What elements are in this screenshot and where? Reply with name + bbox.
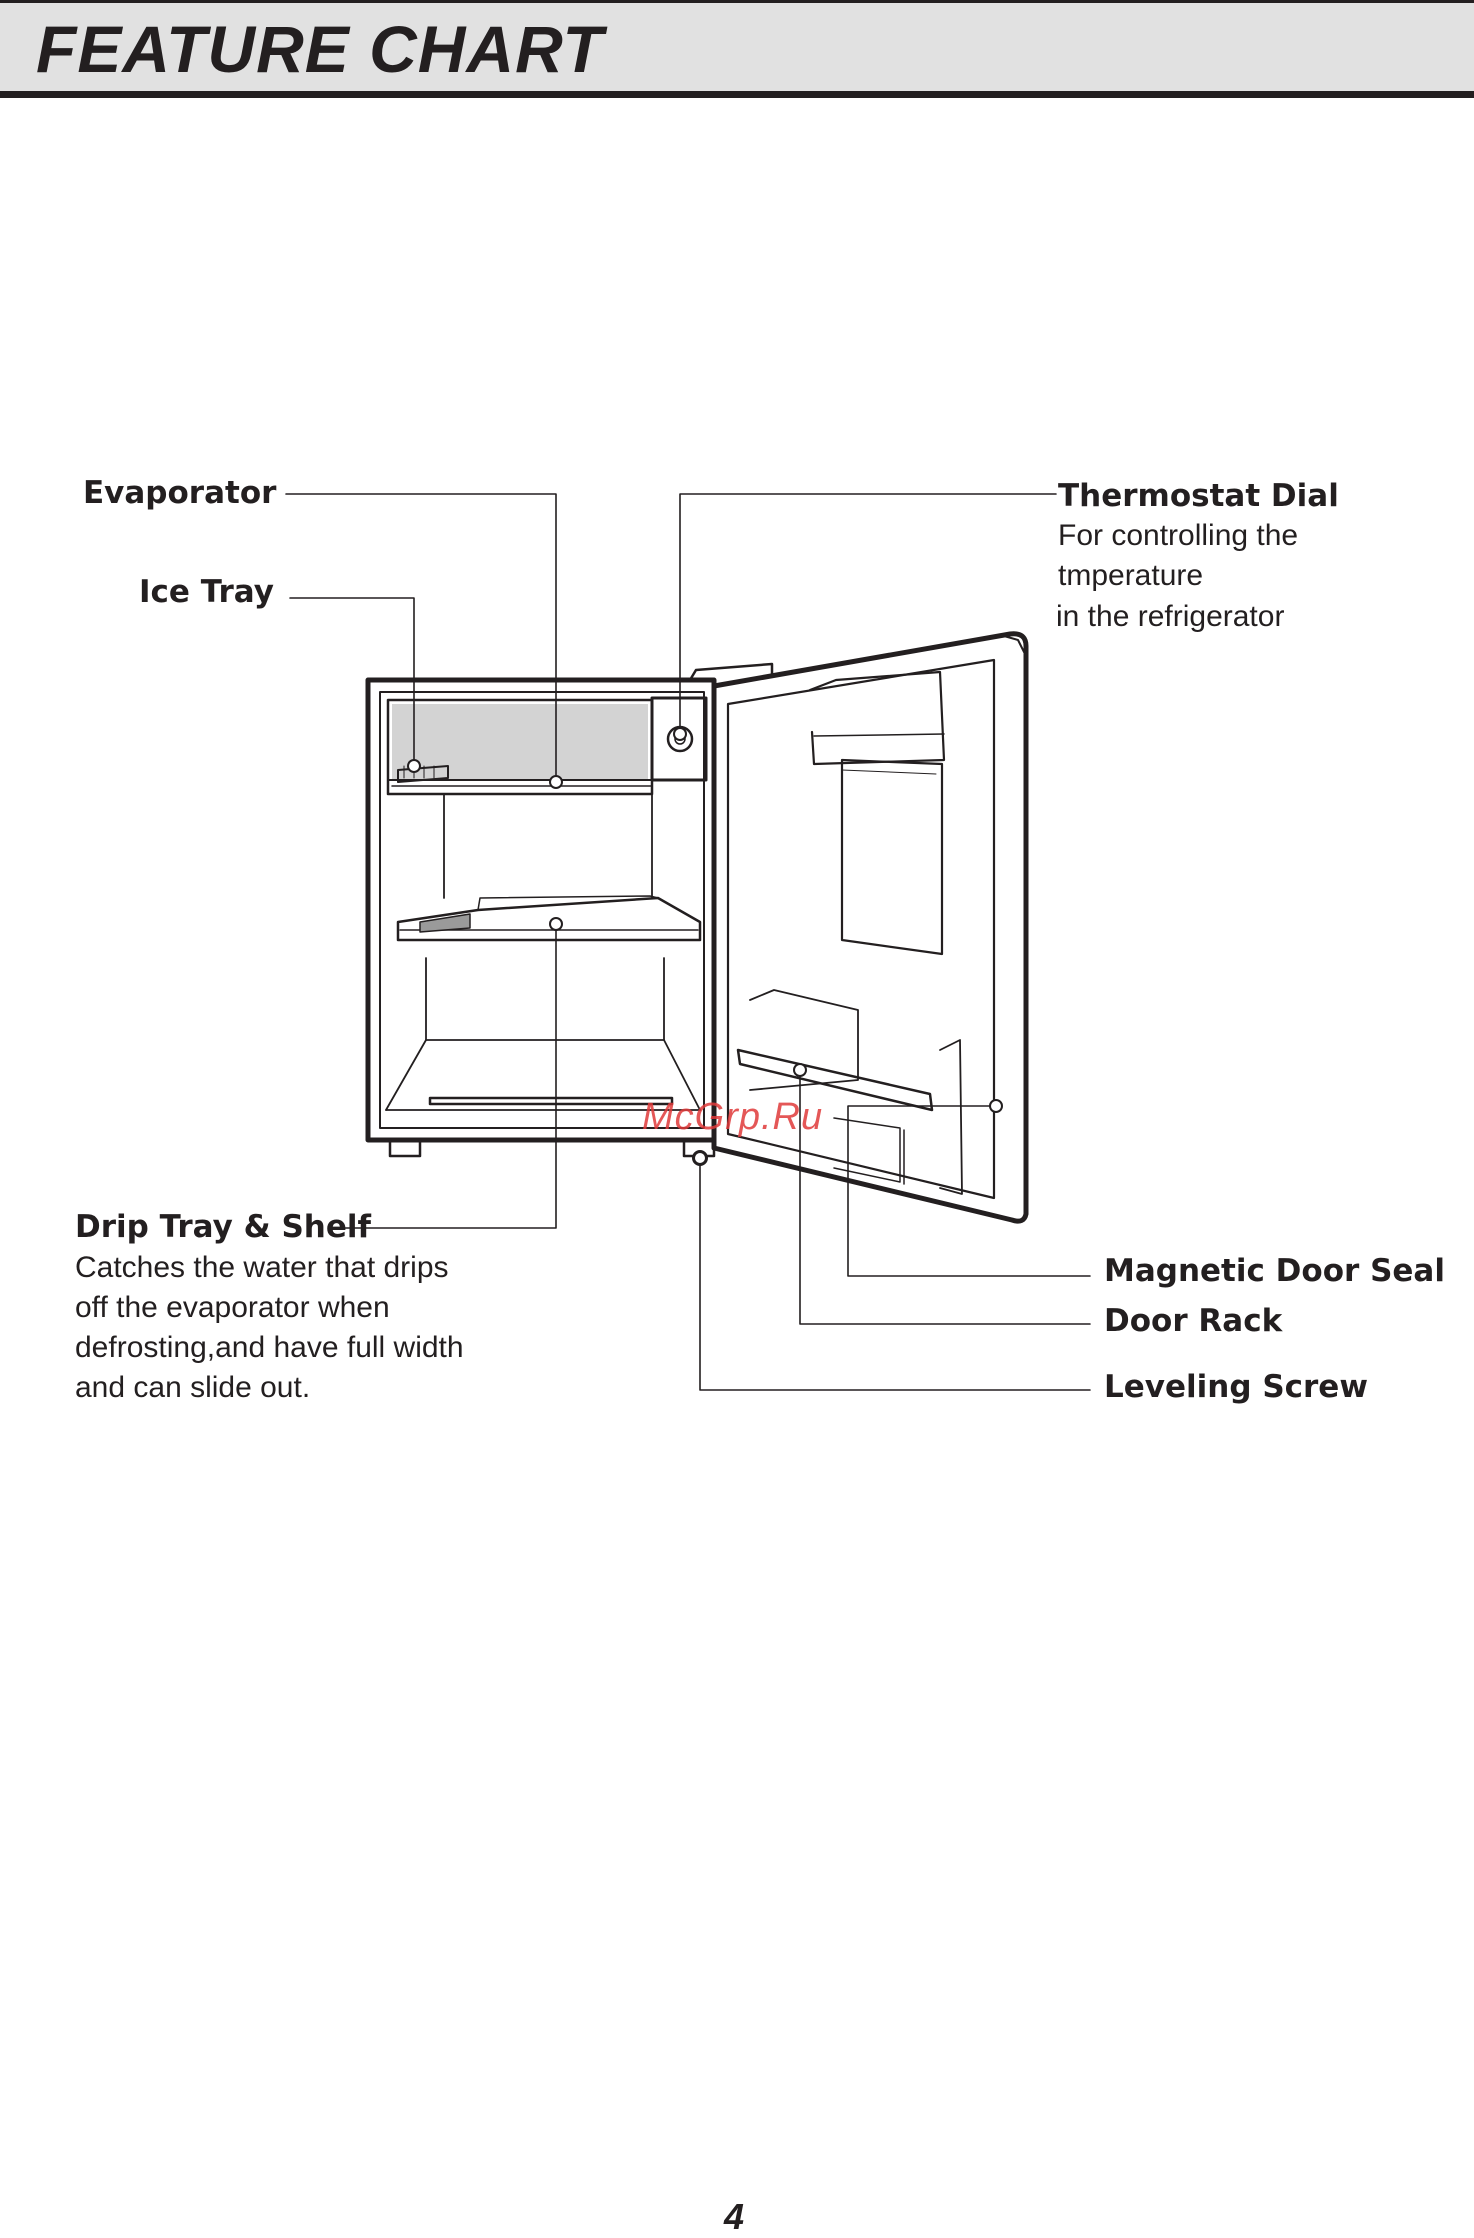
dot-thermostat (674, 728, 686, 740)
dot-ice-tray (408, 760, 420, 772)
cabinet-inner-walls (386, 794, 700, 1110)
label-thermostat-dial: Thermostat Dial (1058, 477, 1339, 515)
drip-tray-desc-line-3: defrosting,and have full width (75, 1328, 464, 1368)
dot-drip-tray (550, 918, 562, 930)
label-drip-tray-shelf: Drip Tray & Shelf (75, 1208, 371, 1246)
drip-tray-desc-line-2: off the evaporator when (75, 1288, 390, 1328)
page-number: 4 (724, 2196, 744, 2238)
label-magnetic-door-seal: Magnetic Door Seal (1104, 1252, 1445, 1290)
watermark: McGrp.Ru (642, 1096, 823, 1139)
thermostat-desc-line-3: in the refrigerator (1056, 597, 1284, 637)
dot-door-rack (794, 1064, 806, 1076)
dot-leveling-screw (694, 1152, 706, 1164)
leader-thermostat (680, 494, 1056, 732)
thermostat-desc-line-1: For controlling the (1058, 516, 1298, 556)
label-door-rack: Door Rack (1104, 1302, 1282, 1340)
leader-leveling-screw (700, 1160, 1090, 1390)
drip-tray-desc-line-4: and can slide out. (75, 1368, 310, 1408)
dot-evaporator (550, 776, 562, 788)
dot-magnetic-seal (990, 1100, 1002, 1112)
leader-door-rack (800, 1070, 1090, 1324)
label-leveling-screw: Leveling Screw (1104, 1368, 1368, 1406)
label-ice-tray: Ice Tray (139, 573, 274, 611)
thermostat-desc-line-2: tmperature (1058, 556, 1203, 596)
leader-drip-tray (344, 924, 556, 1228)
drip-tray-shelf-shape (398, 896, 700, 940)
drip-tray-desc-line-1: Catches the water that drips (75, 1248, 449, 1288)
label-evaporator: Evaporator (83, 474, 276, 512)
